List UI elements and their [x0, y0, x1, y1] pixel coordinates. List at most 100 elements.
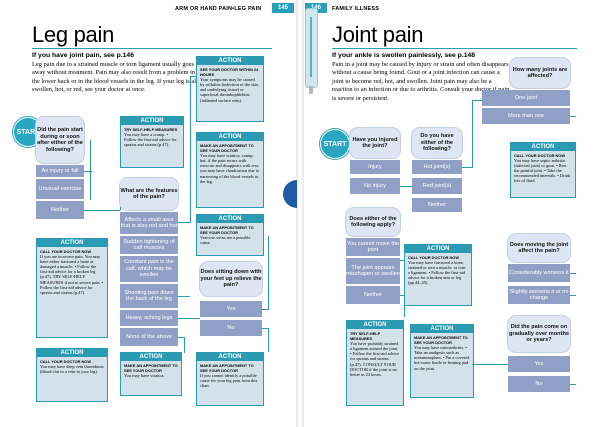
option-misshapen[interactable]: The joint appears misshapen or swollen — [346, 258, 400, 284]
action-title: ACTION — [197, 57, 263, 65]
title-rule — [332, 48, 577, 49]
option-cannot-move[interactable]: You cannot move the joint — [346, 238, 400, 256]
connector — [472, 100, 473, 168]
connector — [84, 210, 120, 211]
page-title-joint-pain: Joint pain — [332, 22, 424, 47]
action-box-sciatica: ACTION MAKE AN APPOINTMENT TO SEE YOUR D… — [120, 352, 182, 396]
action-title: ACTION — [37, 349, 107, 357]
option-more-than-one[interactable]: More than one — [482, 108, 570, 124]
action-title: ACTION — [197, 353, 263, 361]
connector — [570, 384, 576, 385]
action-title: ACTION — [347, 321, 403, 329]
connector — [178, 222, 190, 223]
action-text: If you are in severe pain. You may have … — [40, 254, 104, 295]
question-start-pain: Did the pain start during or soon after … — [36, 117, 84, 163]
option-shooting-pain[interactable]: Shooting pain down the back of the leg — [120, 284, 178, 308]
action-caption: MAKE AN APPOINTMENT TO SEE YOUR DOCTOR — [414, 335, 468, 346]
connector — [90, 140, 91, 200]
action-caption: TRY SELF-HELP MEASURES — [350, 331, 381, 342]
action-title: ACTION — [37, 239, 107, 247]
question-pain-features: What are the features of the pain? — [120, 178, 178, 210]
connector — [268, 236, 269, 310]
action-caption: MAKE AN APPOINTMENT TO SEE YOUR DOCTOR — [200, 143, 254, 154]
connector — [84, 171, 92, 172]
action-title: ACTION — [405, 245, 471, 253]
action-caption: SEE YOUR DOCTOR WITHIN 24 HOURS — [200, 67, 259, 78]
thermometer-bar — [310, 17, 312, 77]
connector — [262, 309, 268, 310]
question-how-many-joints: How many joints are affected? — [510, 58, 570, 88]
question-sitting-relief: Does sitting down with your feet up reli… — [200, 262, 262, 296]
action-box-varicose: ACTION MAKE AN APPOINTMENT TO SEE YOUR D… — [196, 214, 264, 256]
header-right-section: FAMILY ILLNESS — [332, 6, 380, 12]
action-title: ACTION — [511, 143, 575, 151]
action-box-osteoarthritis: ACTION MAKE AN APPOINTMENT TO SEE YOUR D… — [410, 324, 474, 398]
action-caption: CALL YOUR DOCTOR NOW — [514, 153, 566, 158]
option-none-above[interactable]: None of the above — [120, 328, 178, 346]
option-injury[interactable]: Injury — [350, 160, 400, 174]
option-neither[interactable]: Neither — [346, 286, 400, 304]
option-heavy-aching[interactable]: Heavy, aching legs — [120, 310, 178, 326]
option-no[interactable]: No — [508, 376, 570, 392]
connector — [570, 116, 576, 117]
connector — [190, 76, 196, 77]
option-slightly-worsens[interactable]: Slightly worsens it or no change — [508, 286, 570, 304]
thermometer-tip — [309, 86, 313, 94]
connector — [178, 318, 200, 319]
action-text: You may have a cramp. • Follow the first… — [124, 132, 177, 148]
action-caption: CALL YOUR DOCTOR NOW — [40, 249, 92, 254]
intro-lead: If your ankle is swollen painlessly, see… — [332, 52, 476, 59]
option-no-injury[interactable]: No injury — [350, 178, 400, 194]
option-small-red-area[interactable]: Affects a small area that is also red an… — [120, 212, 178, 234]
action-box-unknown-cause: ACTION MAKE AN APPOINTMENT TO SEE YOUR D… — [196, 352, 264, 406]
thermometer-icon — [305, 8, 318, 94]
action-title: ACTION — [197, 133, 263, 141]
page-number-left: 145 — [272, 3, 294, 13]
action-title: ACTION — [121, 353, 181, 361]
option-sudden-tightening[interactable]: Sudden tightening of calf muscles — [120, 236, 178, 254]
edge-tab — [283, 180, 297, 208]
question-either-following: Do you have either of the following? — [412, 128, 462, 158]
connector — [462, 167, 472, 168]
connector — [178, 337, 184, 338]
intro-text: If your ankle is swollen painlessly, see… — [332, 52, 510, 104]
intro-body: Pain in a joint may be caused by injury … — [332, 60, 510, 102]
intro-lead: If you have joint pain, see p.146 — [32, 52, 134, 59]
connector — [400, 186, 412, 187]
option-no[interactable]: No — [200, 320, 262, 336]
action-title: ACTION — [121, 117, 183, 125]
intro-body: Leg pain due to a strained muscle or tor… — [32, 60, 202, 94]
connector — [268, 328, 269, 352]
intro-text: If you have joint pain, see p.146 Leg pa… — [32, 52, 204, 95]
connector — [570, 273, 576, 274]
page-title-leg-pain: Leg pain — [32, 22, 115, 47]
connector — [404, 295, 405, 317]
option-red-joints[interactable]: Red joint(s) — [412, 178, 462, 194]
option-yes[interactable]: Yes — [508, 356, 570, 372]
action-text: Your symptoms may be caused by celluliti… — [200, 77, 259, 103]
action-text: You may have sciatica, cramp, but, if th… — [200, 153, 260, 184]
option-neither[interactable]: Neither — [36, 201, 84, 219]
action-text: Varicose veins are a possible cause. — [200, 235, 251, 246]
option-neither[interactable]: Neither — [412, 198, 462, 212]
option-constant-calf-pain[interactable]: Constant pain in the calf, which may be … — [120, 256, 178, 282]
action-text: You may have sciatica. — [124, 373, 165, 379]
option-unusual-exercise[interactable]: Unusual exercise — [36, 179, 84, 199]
option-injury[interactable]: An injury or fall — [36, 165, 84, 177]
header-left-section: ARM OR HAND PAIN•LEG PAIN — [175, 6, 262, 12]
option-considerably-worsens[interactable]: Considerably worsens it — [508, 264, 570, 282]
action-caption: CALL YOUR DOCTOR NOW — [40, 359, 92, 364]
connector — [570, 295, 576, 296]
option-yes[interactable]: Yes — [200, 301, 262, 317]
connector — [178, 296, 190, 297]
option-one-joint[interactable]: One joint — [482, 90, 570, 106]
action-text: You may have deep vein thrombosis (blood… — [40, 364, 104, 375]
action-box-claudication: ACTION MAKE AN APPOINTMENT TO SEE YOUR D… — [196, 132, 264, 208]
action-text: You have probably strained a ligament ar… — [350, 341, 400, 377]
option-hot-joints[interactable]: Hot joint(s) — [412, 160, 462, 174]
question-injured-joint: Have you injured the joint? — [350, 128, 400, 158]
